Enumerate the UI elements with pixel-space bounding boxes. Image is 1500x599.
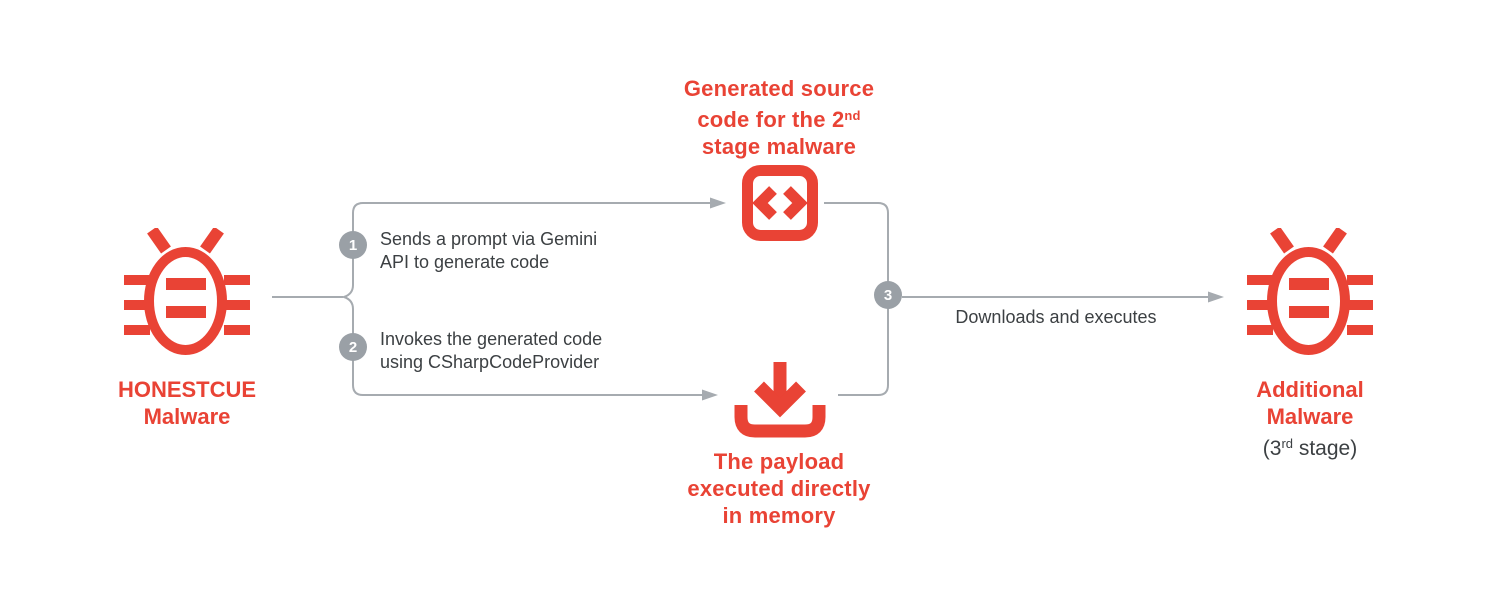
honestcue-node [124, 226, 250, 355]
step-3-badge: 3 [874, 281, 902, 309]
payload-title-line1: The payload [713, 449, 845, 474]
bug-icon [1247, 226, 1373, 359]
download-icon [734, 361, 826, 438]
payload-title-line3: in memory [722, 503, 836, 528]
step-1-number: 1 [348, 236, 358, 254]
step-2-line1: Invokes the generated code [380, 329, 603, 349]
additional-label-line1: Additional [1256, 377, 1364, 402]
generated-title-line2-superscript: nd [844, 108, 861, 123]
generated-title-line1: Generated source [683, 76, 875, 101]
additional-stage-subtitle: (3rd stage) [1210, 430, 1410, 462]
step-1-line1: Sends a prompt via Gemini [380, 229, 598, 249]
honestcue-label: HONESTCUE Malware [87, 376, 287, 430]
payload-title-line2: executed directly [687, 476, 871, 501]
step-3-text: Downloads and executes [950, 306, 1162, 329]
generated-title-line2: code for the 2nd [629, 102, 929, 133]
step-3-number: 3 [883, 286, 893, 304]
generated-title-line2-text: code for the 2 [697, 107, 845, 132]
payload-title: The payload executed directly in memory [629, 448, 929, 529]
step-1-text: Sends a prompt via Gemini API to generat… [380, 228, 597, 274]
generated-title-line3: stage malware [701, 134, 857, 159]
stage-subtitle-superscript: rd [1281, 436, 1294, 451]
honestcue-label-line1: HONESTCUE [117, 377, 257, 402]
step-2-line2: using CSharpCodeProvider [380, 352, 600, 372]
step-1-badge: 1 [339, 231, 367, 259]
step-2-badge: 2 [339, 333, 367, 361]
honestcue-label-line2: Malware [143, 404, 231, 429]
step-3-label: Downloads and executes [955, 307, 1157, 327]
additional-label-line2: Malware [1266, 404, 1354, 429]
stage-subtitle-text: (3 [1262, 437, 1282, 460]
generated-source-title: Generated source code for the 2nd stage … [629, 75, 929, 160]
code-brackets-icon [742, 165, 818, 241]
step-2-number: 2 [348, 338, 358, 356]
bug-icon [124, 226, 250, 359]
step-2-text: Invokes the generated code using CSharpC… [380, 328, 602, 374]
additional-malware-label: Additional Malware (3rd stage) [1210, 376, 1410, 462]
step-1-line2: API to generate code [380, 252, 550, 272]
additional-malware-node [1247, 226, 1373, 355]
stage-subtitle-text-end: stage) [1293, 437, 1358, 460]
